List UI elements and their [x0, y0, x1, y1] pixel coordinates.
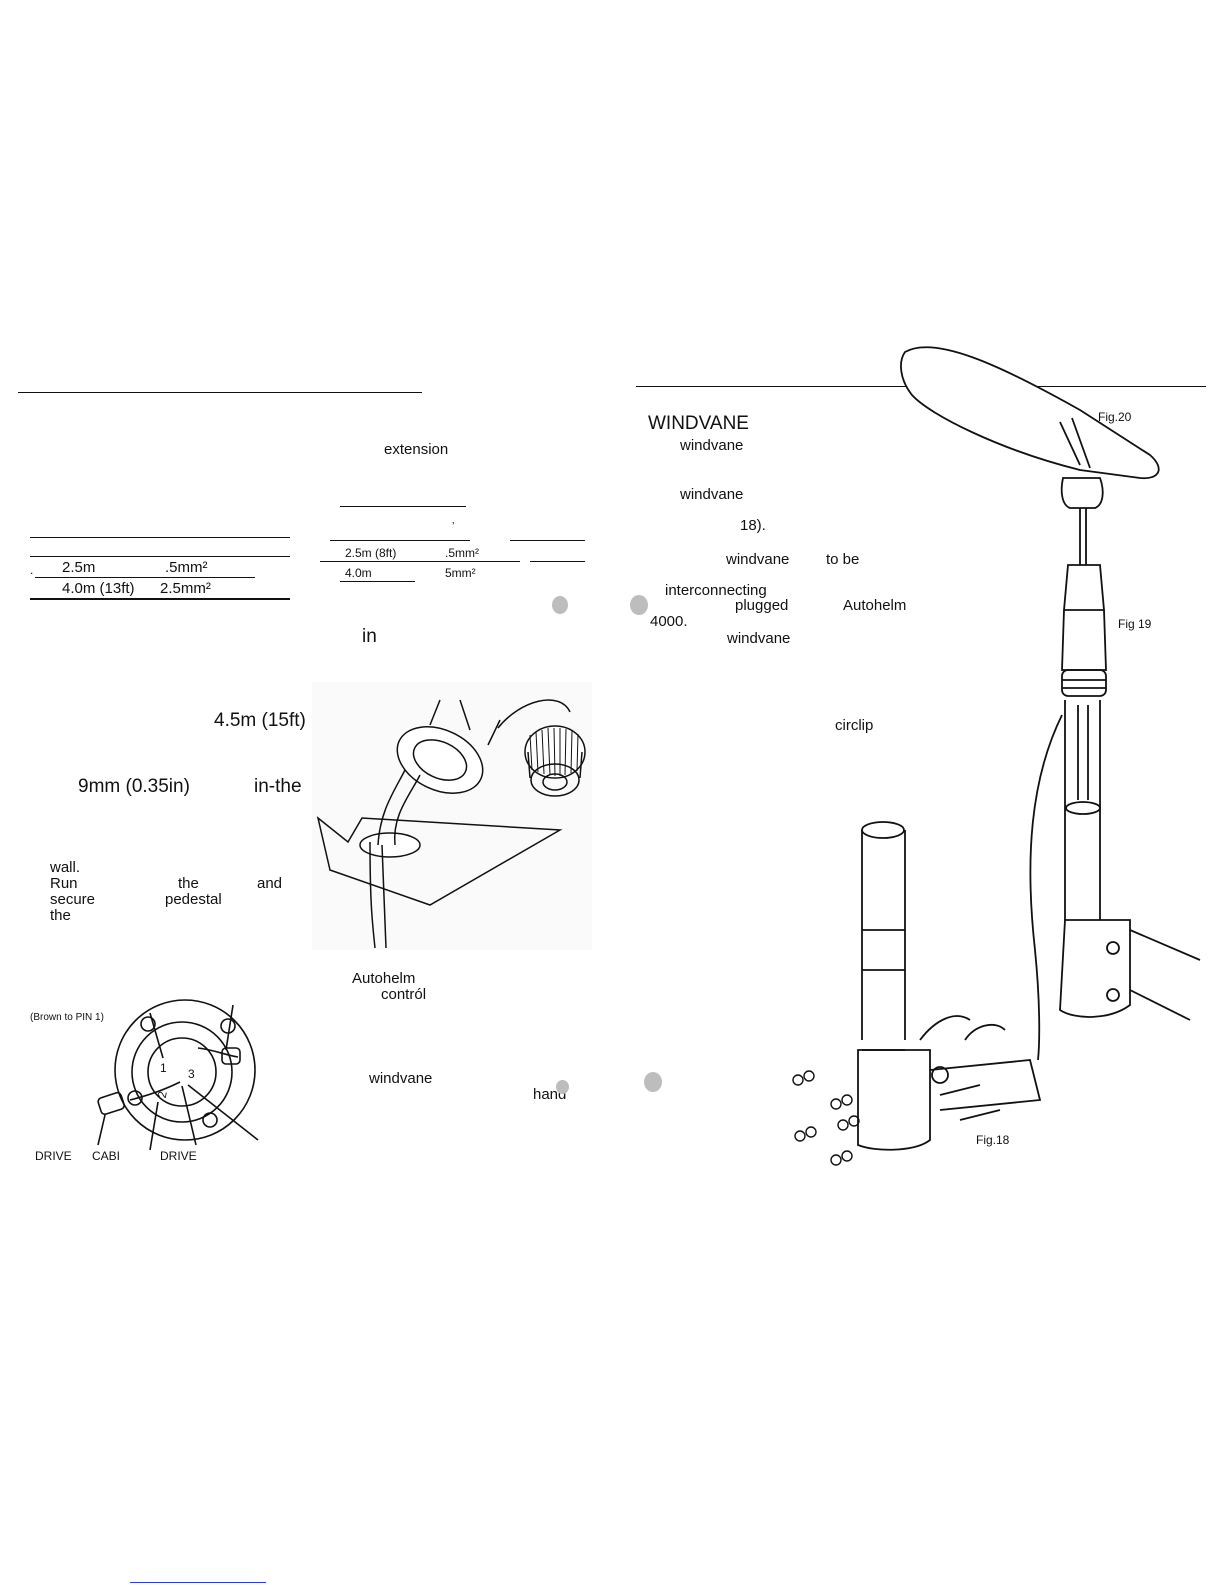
windvane-text-3: windvane: [726, 551, 790, 568]
cable-label: CABI: [92, 1149, 121, 1163]
left-table-rule-row: [35, 577, 255, 578]
in-the-text: in-the: [254, 776, 302, 797]
mid-table-rule-d: [530, 561, 585, 562]
in-text: in: [362, 626, 377, 647]
model-number-text: 4000.: [650, 613, 688, 630]
the-text-2: the: [50, 907, 71, 924]
pin-label-2: 2: [155, 1090, 170, 1099]
windvane-heading: WINDVANE: [648, 413, 749, 434]
scan-blot-3: [556, 1080, 569, 1094]
mid-table-rule-a: [330, 540, 470, 541]
windvane-text-4: windvane: [727, 630, 791, 647]
left-top-rule: [18, 392, 422, 393]
left-table-row1-length: 2.5m: [62, 559, 96, 576]
autohelm-text-mid: Autohelm: [352, 970, 416, 987]
secure-text: secure: [50, 891, 96, 908]
brown-to-pin-label: (Brown to PIN 1): [30, 1012, 104, 1023]
fig19-label: Fig 19: [1118, 617, 1152, 631]
hole-size-text: 9mm (0.35in): [78, 776, 190, 797]
left-table-rule-bottom: [30, 598, 290, 600]
mid-table-row1-length: 2.5m (8ft): [345, 546, 397, 560]
fig-ref-text: 18).: [740, 517, 766, 534]
pin-label-3: 3: [188, 1067, 195, 1081]
mid-table-rule-b: [510, 540, 585, 541]
mid-table-row1-area: .5mm²: [445, 546, 479, 560]
windvane-text-mid: windvane: [369, 1070, 433, 1087]
windvane-text-2: windvane: [680, 486, 744, 503]
mid-table-row2-length: 4.0m: [345, 566, 372, 580]
length-text: 4.5m (15ft): [214, 710, 306, 731]
windvane-text-1: windvane: [680, 437, 744, 454]
left-table-rule-top: [30, 537, 290, 538]
wall-text: wall.: [50, 859, 81, 876]
mid-table-row2-area: 5mm²: [445, 566, 476, 580]
left-table-row2-area: 2.5mm²: [160, 580, 211, 597]
circlip-text: circlip: [835, 717, 874, 734]
mid-table-rule-c: [320, 561, 520, 562]
left-table-rule-mid: [30, 556, 290, 557]
autohelm-text-right: Autohelm: [843, 597, 907, 614]
pedestal-text: pedestal: [165, 891, 222, 908]
fig18-label: Fig.18: [976, 1133, 1010, 1147]
extension-text: extension: [384, 441, 449, 458]
mid-table-comma: ‚: [452, 514, 455, 526]
scan-blot-1: [552, 596, 568, 614]
fig20-label: Fig.20: [1098, 410, 1132, 424]
scan-blot-2: [630, 595, 648, 615]
scan-blot-4: [644, 1072, 662, 1092]
interconnecting-text: interconnecting: [665, 582, 767, 599]
and-text: and: [257, 875, 283, 892]
to-be-text: to be: [826, 551, 860, 568]
left-table-row1-area: .5mm²: [165, 559, 208, 576]
pin-label-1: 1: [160, 1061, 167, 1075]
the-text-1: the: [178, 875, 199, 892]
mid-table-rule-e: [340, 581, 415, 582]
control-text: contról: [381, 986, 427, 1003]
plugged-text: plugged: [735, 597, 789, 614]
left-table-row2-length: 4.0m (13ft): [62, 580, 135, 597]
link-underline: [130, 1582, 266, 1583]
drive-label-1: DRIVE: [35, 1149, 72, 1163]
mid-table-rule-top: [340, 506, 466, 507]
left-table-marker: .: [30, 563, 34, 577]
run-text: Run: [50, 875, 78, 892]
drive-label-2: DRIVE: [160, 1149, 197, 1163]
